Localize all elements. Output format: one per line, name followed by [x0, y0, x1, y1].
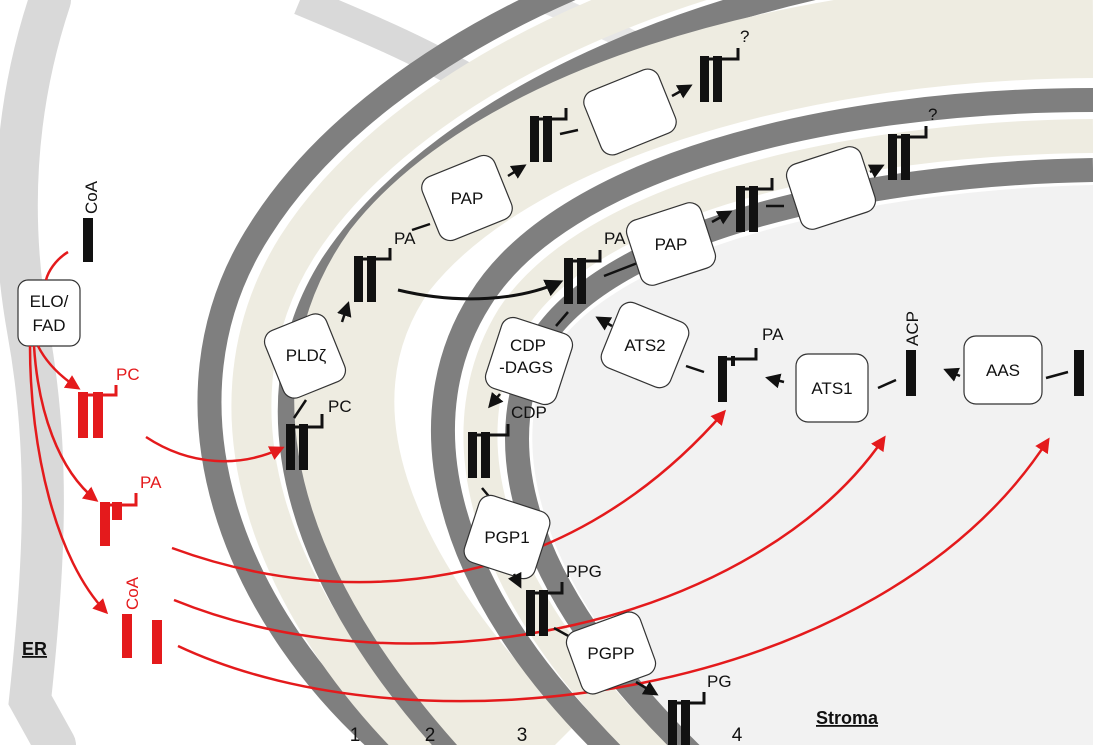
ppg-label: PPG	[566, 562, 602, 581]
ats1-label: ATS1	[811, 379, 852, 398]
arrow-coa-to-elo	[44, 250, 69, 281]
cdp-dags-enzyme: CDP -DAGS	[484, 316, 574, 406]
pgpp-enzyme: PGPP	[565, 611, 657, 695]
membrane-number-2: 2	[425, 725, 436, 745]
pa-er-label: PA	[140, 473, 162, 492]
pgpp-label: PGPP	[587, 644, 634, 663]
arrow-unknown-inner-out	[867, 164, 885, 179]
arrow-aas-to-acp	[943, 367, 961, 382]
arrow-fa-to-aas	[1045, 370, 1069, 380]
acp-lipid: ACP	[903, 311, 922, 396]
unknown-outer-label: ?	[740, 27, 749, 46]
arrow-pc-import	[145, 435, 285, 463]
ats2-enzyme: ATS2	[600, 301, 690, 389]
aas-enzyme: AAS	[963, 335, 1043, 405]
arrow-pap-outer-out	[507, 164, 527, 179]
coa-er-lipid: CoA	[122, 576, 162, 664]
ats2-label: ATS2	[624, 336, 665, 355]
arrow-pc-to-pld	[292, 399, 308, 419]
arrow-pgpp-out	[635, 680, 659, 696]
unknown-inner-label: ?	[928, 105, 937, 124]
pa-stroma-label: PA	[762, 325, 784, 344]
pc-er-label: PC	[116, 365, 140, 384]
pg-lipid: PG	[668, 672, 732, 745]
coa-top: CoA	[82, 180, 101, 262]
membrane-number-4: 4	[732, 725, 743, 745]
dag-outer-lipid	[530, 108, 568, 162]
svg-text:CoA: CoA	[82, 180, 101, 214]
arrow-elo-to-coa	[28, 345, 109, 615]
ppg-lipid: PPG	[526, 562, 602, 636]
elo-fad-label-2: FAD	[32, 316, 65, 335]
aas-label: AAS	[986, 361, 1020, 380]
cdp-dags-label-1: CDP	[510, 336, 546, 355]
arrow-pap-inner-out	[711, 210, 733, 225]
pa-outer-lipid: PA	[354, 229, 416, 302]
membrane-number-3: 3	[517, 725, 528, 745]
unknown-outer-lipid: ?	[700, 27, 749, 102]
cdp-lipid: CDP	[468, 403, 547, 478]
arrow-pa-to-pap	[411, 222, 431, 232]
arrow-pa-to-pap-inner	[603, 260, 641, 278]
arrow-pa-transfer	[397, 279, 564, 301]
arrow-elo-to-pc	[36, 345, 81, 390]
arrow-unknown-outer-out	[671, 84, 693, 99]
pg-label: PG	[707, 672, 732, 691]
arrow-cdpdags-out	[488, 391, 504, 409]
pgp1-enzyme: PGP1	[463, 494, 551, 580]
unknown-outer-enzyme	[583, 68, 677, 156]
arrow-pgp1-out	[507, 571, 522, 589]
pc-envelope-label: PC	[328, 397, 352, 416]
pc-er-lipid: PC	[78, 365, 140, 438]
arrow-pld-to-pa	[337, 301, 352, 323]
er-membrane-tube	[294, 0, 478, 93]
pap-outer-label: PAP	[451, 189, 484, 208]
pld-enzyme: PLDζ	[263, 313, 347, 399]
elo-fad-enzyme: ELO/ FAD	[17, 279, 81, 347]
pld-label: PLDζ	[286, 346, 327, 365]
pa-stroma-lipid: PA	[718, 325, 784, 402]
membrane-3	[430, 88, 1093, 745]
arrow-pa-stroma-to-ats2	[685, 364, 705, 374]
cdp-label: CDP	[511, 403, 547, 422]
er-label: ER	[22, 639, 47, 659]
envelope-space	[294, 0, 1093, 745]
arrow-dag-outer-to-enzyme	[559, 128, 579, 136]
cdp-dags-label-2: -DAGS	[499, 358, 553, 377]
arrow-ats2-to-pa	[595, 316, 613, 331]
arrow-pa-to-cdpdags	[555, 311, 569, 327]
pa-outer-label: PA	[394, 229, 416, 248]
membrane-number-1: 1	[350, 725, 361, 745]
pap-inner-label: PAP	[655, 235, 688, 254]
acp-label: ACP	[903, 311, 922, 346]
pa-er-lipid: PA	[100, 473, 162, 546]
arrow-acp-to-ats1	[877, 378, 897, 390]
pa-inner-lipid: PA	[564, 229, 626, 304]
arrow-coa-import-acp	[173, 435, 886, 645]
pap-inner-enzyme: PAP	[625, 202, 717, 286]
elo-fad-label-1: ELO/	[30, 292, 69, 311]
ats1-enzyme: ATS1	[795, 353, 869, 423]
arrow-ats1-to-pa	[765, 373, 785, 389]
dag-inner-lipid	[736, 178, 774, 232]
arrow-coa-import-stroma	[177, 437, 1050, 703]
coa-er-label: CoA	[123, 576, 142, 610]
pc-envelope-lipid: PC	[286, 397, 352, 470]
arrow-pa-import	[171, 409, 726, 584]
membrane-1	[197, 0, 576, 745]
pgp1-label: PGP1	[484, 528, 529, 547]
stroma-label: Stroma	[816, 708, 879, 728]
pa-inner-label: PA	[604, 229, 626, 248]
arrow-elo-to-pa	[32, 345, 99, 502]
unknown-inner-lipid: ?	[888, 105, 937, 180]
pap-outer-enzyme: PAP	[421, 154, 513, 242]
fatty-acid-stroma	[1074, 350, 1084, 396]
